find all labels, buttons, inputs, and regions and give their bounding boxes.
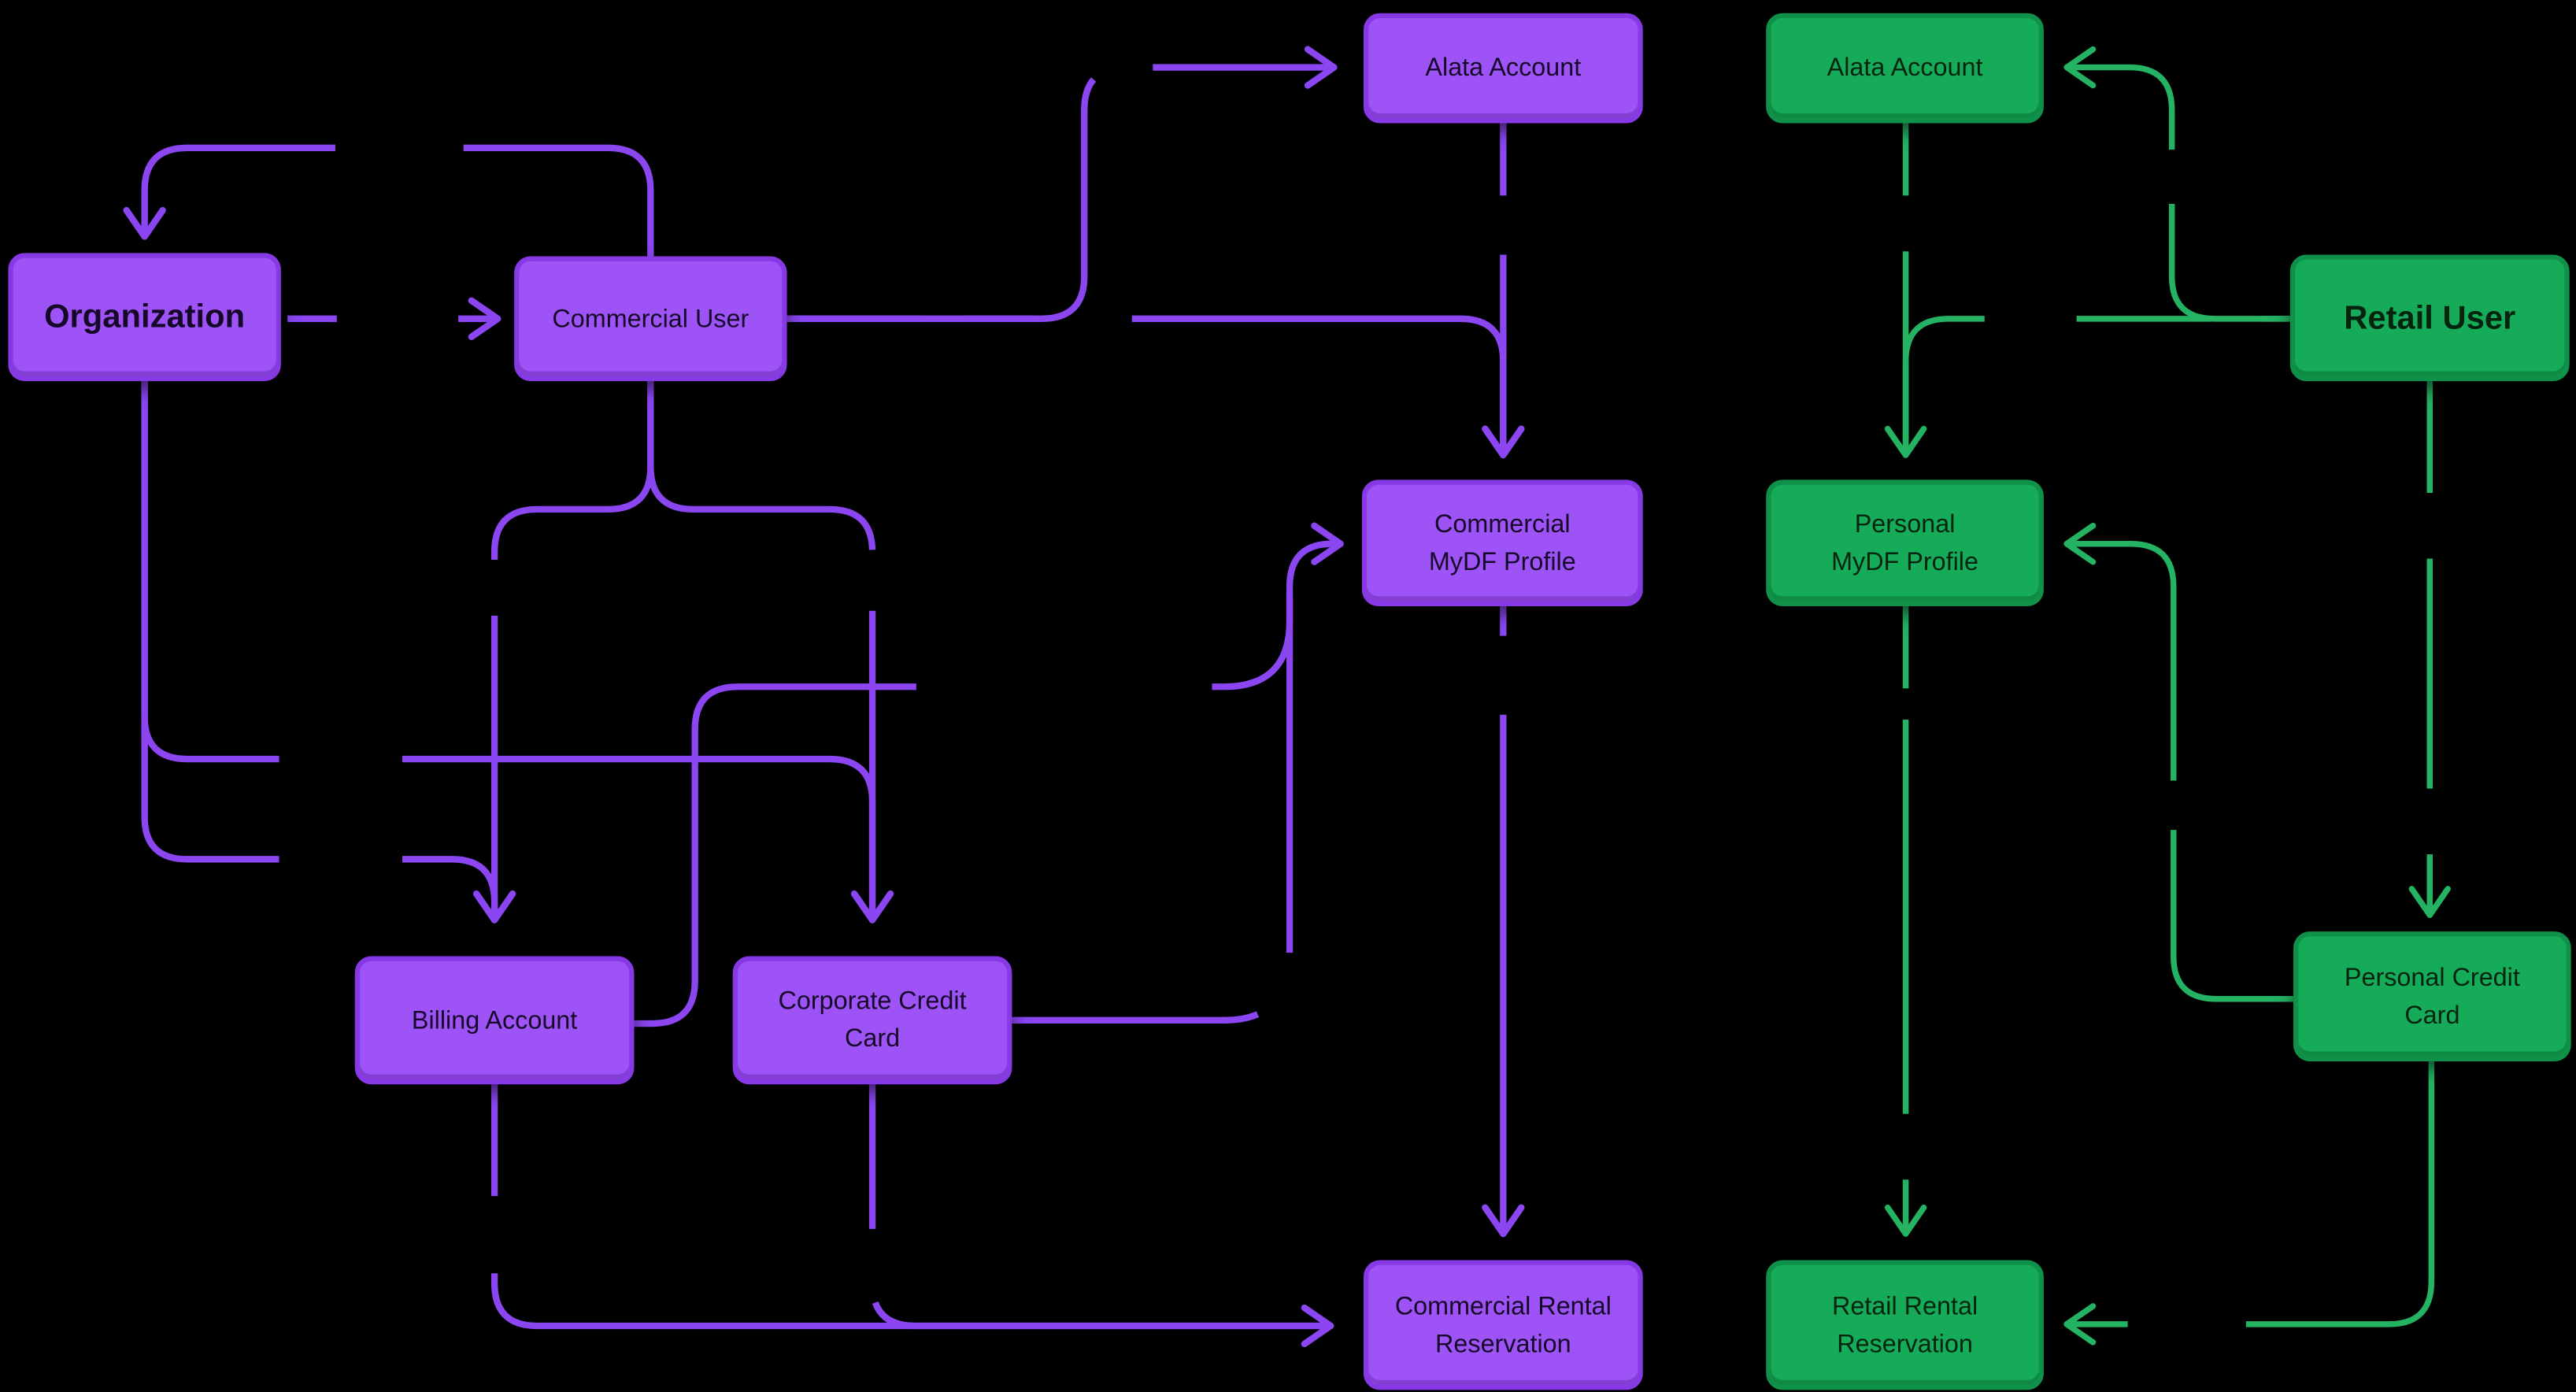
edge-commercial-user-to-alata-account-commercial	[786, 46, 1338, 322]
node-label-line: Personal	[1854, 509, 1956, 539]
edge-personal-credit-card-to-personal-mydf-profile	[2063, 522, 2294, 1002]
node-label-line: Card	[844, 1025, 901, 1053]
node-alata-account-commercial[interactable]: Alata Account	[1363, 13, 1643, 124]
edge-billing-account-to-commercial-mydf-profile	[632, 522, 1344, 1027]
node-label-line: Personal Credit	[2344, 963, 2520, 992]
node-label-line: Reservation	[1837, 1330, 1973, 1358]
edge-organization-to-corporate-credit-card	[141, 381, 894, 924]
node-label-line: Commercial Rental	[1394, 1292, 1612, 1320]
node-label-line: MyDF Profile	[1831, 547, 1979, 576]
node-retail-user[interactable]: Retail User	[2289, 254, 2570, 382]
edge-retail-user-to-alata-account-retail	[2063, 46, 2290, 322]
node-label-line: Alata Account	[1425, 54, 1582, 83]
node-label-line: Reservation	[1435, 1330, 1571, 1358]
edge-commercial-user-to-corporate-credit-card	[647, 381, 894, 924]
node-commercial-user[interactable]: Commercial User	[514, 256, 787, 382]
node-label-line: MyDF Profile	[1428, 547, 1576, 576]
node-label-line: Alata Account	[1827, 54, 1983, 83]
edge-commercial-user-to-organization	[123, 144, 654, 257]
edge-billing-account-to-commercial-rental-reservation	[490, 1084, 1334, 1348]
node-organization[interactable]: Organization	[8, 253, 281, 382]
node-label-line: Commercial	[1434, 509, 1571, 539]
edge-personal-credit-card-to-retail-rental-reservation	[2063, 1061, 2435, 1346]
edge-commercial-user-to-billing-account	[472, 381, 654, 924]
edge-corporate-credit-card-to-commercial-mydf-profile	[1012, 594, 1294, 1024]
edge-corporate-credit-card-to-commercial-rental-reservation	[868, 1084, 1331, 1330]
node-label-line: Card	[2404, 1001, 2460, 1030]
node-alata-account-retail[interactable]: Alata Account	[1766, 13, 2044, 124]
node-label-line: Commercial User	[552, 305, 749, 333]
edge-organization-to-billing-account	[141, 381, 516, 924]
node-billing-account[interactable]: Billing Account	[354, 956, 635, 1085]
node-label-line: Retail Rental	[1831, 1292, 1978, 1320]
node-label-line: Billing Account	[411, 1006, 578, 1035]
edge-commercial-user-to-commercial-mydf-profile	[786, 315, 1525, 459]
edge-retail-user-to-personal-mydf-profile	[1884, 316, 2290, 458]
node-label-line: Retail User	[2344, 299, 2516, 336]
node-label-line: Corporate Credit	[778, 987, 967, 1016]
node-label-line: Organization	[44, 298, 246, 335]
